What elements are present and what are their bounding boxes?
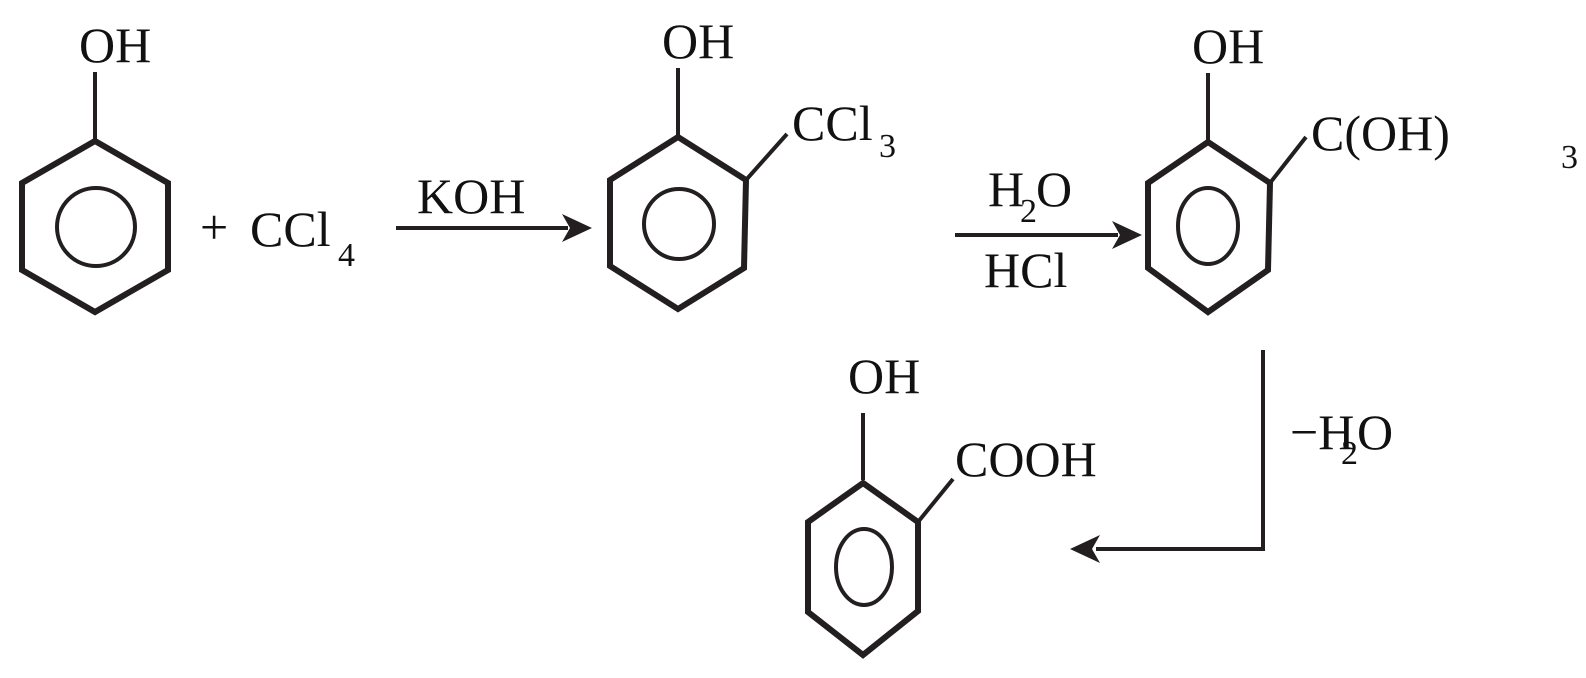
aromatic-circle — [834, 527, 894, 607]
aromatic-circle — [642, 187, 716, 261]
trichloromethylphenol-molecule: OH CCl 3 — [607, 13, 896, 313]
coh3-subscript: 3 — [1561, 139, 1578, 176]
aromatic-circle — [55, 186, 137, 268]
h2o-reagent-h: H — [988, 161, 1024, 217]
coh3-bond — [1268, 135, 1308, 185]
benzene-ring — [607, 133, 750, 313]
cooh-label: COOH — [955, 431, 1097, 487]
arrowhead-icon — [1112, 221, 1142, 249]
oh-label: OH — [662, 13, 734, 69]
phenol-molecule: OH — [19, 17, 171, 316]
hcl-reagent: HCl — [984, 242, 1067, 298]
arrowhead-icon — [562, 214, 592, 242]
ccl4-reagent: + CCl 4 — [200, 199, 355, 274]
minus-h2o-o: O — [1357, 404, 1393, 460]
ccl3-bond — [744, 132, 789, 182]
koh-reagent: KOH — [417, 168, 525, 224]
aromatic-circle — [1176, 186, 1240, 266]
minus-h2o-subscript: 2 — [1341, 435, 1358, 472]
oh-label: OH — [848, 348, 920, 404]
arrowhead-icon — [1070, 535, 1100, 563]
ccl4-label: CCl — [250, 201, 331, 257]
ccl3-label: CCl — [792, 95, 873, 151]
h2o-reagent-o: O — [1036, 161, 1072, 217]
benzene-ring — [1145, 138, 1274, 316]
coh3-label: C(OH) — [1311, 105, 1450, 161]
reaction-arrow-dehydration: −H 2 O — [1070, 350, 1393, 563]
reaction-arrow-hydrolysis: H 2 O HCl — [955, 161, 1142, 298]
minus-h2o-h: −H — [1290, 404, 1354, 460]
oh-label: OH — [79, 17, 151, 73]
reaction-arrow-koh: KOH — [396, 168, 592, 242]
plus-sign: + — [200, 199, 228, 255]
orthoacid-molecule: OH C(OH) 3 — [1145, 18, 1578, 316]
salicylic-acid-molecule: OH COOH — [805, 348, 1097, 659]
ccl4-subscript: 4 — [338, 237, 355, 274]
ccl3-subscript: 3 — [879, 128, 896, 165]
oh-label: OH — [1192, 18, 1264, 74]
cooh-bond — [916, 477, 955, 524]
benzene-ring — [805, 479, 921, 659]
h2o-reagent-subscript: 2 — [1020, 193, 1037, 230]
benzene-ring — [19, 137, 171, 316]
